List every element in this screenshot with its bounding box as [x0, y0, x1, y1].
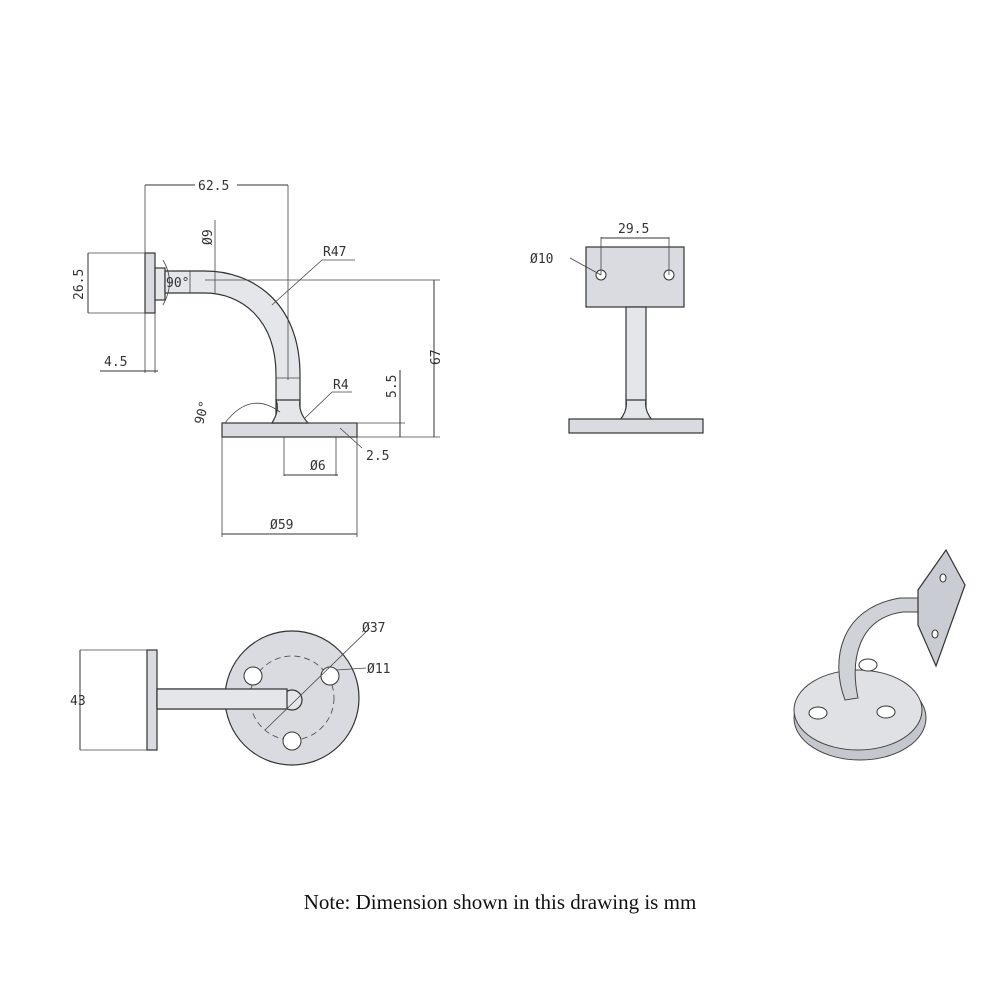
base-plate [221, 422, 358, 438]
dim-bend-radius: R47 [323, 245, 346, 260]
dim-hole-spacing: 29.5 [618, 222, 649, 237]
dim-pcd: Ø37 [362, 621, 385, 636]
dim-hole-dia: Ø10 [530, 252, 553, 267]
units-note: Note: Dimension shown in this drawing is… [303, 890, 697, 914]
dim-height-total: 67 [429, 349, 444, 365]
dim-width-total: 62.5 [198, 179, 229, 194]
base-disk [568, 418, 704, 434]
iso-base-hole-2 [808, 706, 828, 720]
dim-base-dia: Ø59 [270, 518, 293, 533]
wall-plate-top [146, 649, 158, 751]
top-view: Ø37 Ø11 43 [70, 621, 390, 766]
arm-tube [164, 270, 301, 419]
wall-plate [144, 252, 156, 314]
front-view: 29.5 Ø10 [530, 222, 704, 434]
dim-angle-bottom: 90° [192, 399, 213, 426]
dim-wall-plate-height: 26.5 [72, 269, 87, 300]
dim-plate-height: 43 [70, 694, 86, 709]
side-view: 62.5 Ø9 R47 26.5 90° 4.5 67 R4 5.5 [72, 176, 444, 537]
dim-plate-thickness: 4.5 [104, 355, 127, 370]
dim-angle-top: 90° [166, 276, 189, 291]
iso-base-disk [793, 669, 923, 751]
base-hole-3 [282, 731, 302, 751]
iso-base-hole-3 [876, 705, 896, 719]
iso-mount-plate [917, 548, 966, 668]
isometric-view [793, 548, 966, 761]
iso-base-hole-1 [858, 658, 878, 672]
base-hole-2 [320, 666, 340, 686]
dim-tube-dia: Ø9 [201, 229, 216, 245]
dim-base-thickness: 2.5 [366, 449, 389, 464]
dim-base-hole-dia: Ø11 [367, 662, 390, 677]
base-hole-1 [243, 666, 263, 686]
dim-collar-height: 5.5 [385, 375, 400, 398]
dim-fillet-radius: R4 [333, 378, 349, 393]
dim-post-dia: Ø6 [310, 459, 326, 474]
